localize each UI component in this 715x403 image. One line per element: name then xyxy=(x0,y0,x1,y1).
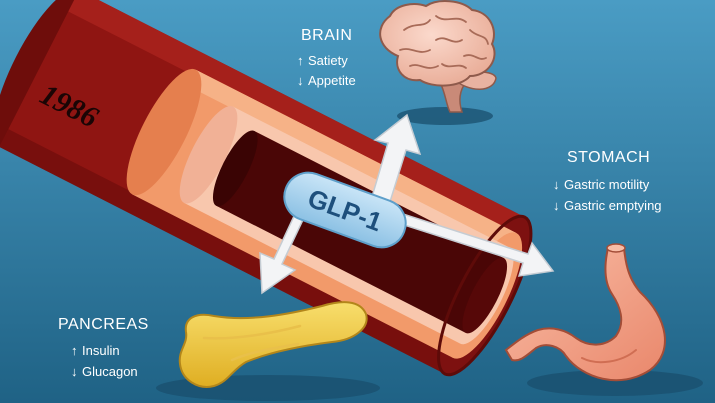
effect-label: Appetite xyxy=(308,73,356,88)
stomach-heading: STOMACH xyxy=(567,149,651,166)
arrow-to-stomach xyxy=(393,212,555,277)
arrow-down-icon: ↓ xyxy=(553,198,560,213)
arrow-to-brain xyxy=(370,113,422,206)
arrow-down-icon: ↓ xyxy=(71,364,78,379)
arrow-up-icon: ↑ xyxy=(71,343,78,358)
pancreas-illustration xyxy=(178,301,368,388)
effect-label: Gastric motility xyxy=(564,177,650,192)
brain-effect-appetite: ↓ Appetite xyxy=(297,71,356,91)
effect-label: Insulin xyxy=(82,343,120,358)
pancreas-effect-glucagon: ↓ Glucagon xyxy=(71,362,138,382)
stomach-effect-emptying: ↓ Gastric emptying xyxy=(553,196,662,216)
brain-effect-satiety: ↑ Satiety xyxy=(297,51,348,71)
arrow-down-icon: ↓ xyxy=(297,73,304,88)
arrow-up-icon: ↑ xyxy=(297,53,304,68)
brain-heading: BRAIN xyxy=(301,27,353,44)
arrow-down-icon: ↓ xyxy=(553,177,560,192)
stomach-illustration xyxy=(504,243,666,382)
brain-illustration xyxy=(379,0,497,113)
stomach-effect-motility: ↓ Gastric motility xyxy=(553,175,649,195)
stomach-shadow xyxy=(527,370,703,396)
pancreas-effect-insulin: ↑ Insulin xyxy=(71,341,120,361)
pancreas-heading: PANCREAS xyxy=(58,316,149,333)
brain-shadow xyxy=(397,107,493,125)
effect-label: Satiety xyxy=(308,53,348,68)
effect-label: Gastric emptying xyxy=(564,198,662,213)
effect-label: Glucagon xyxy=(82,364,138,379)
